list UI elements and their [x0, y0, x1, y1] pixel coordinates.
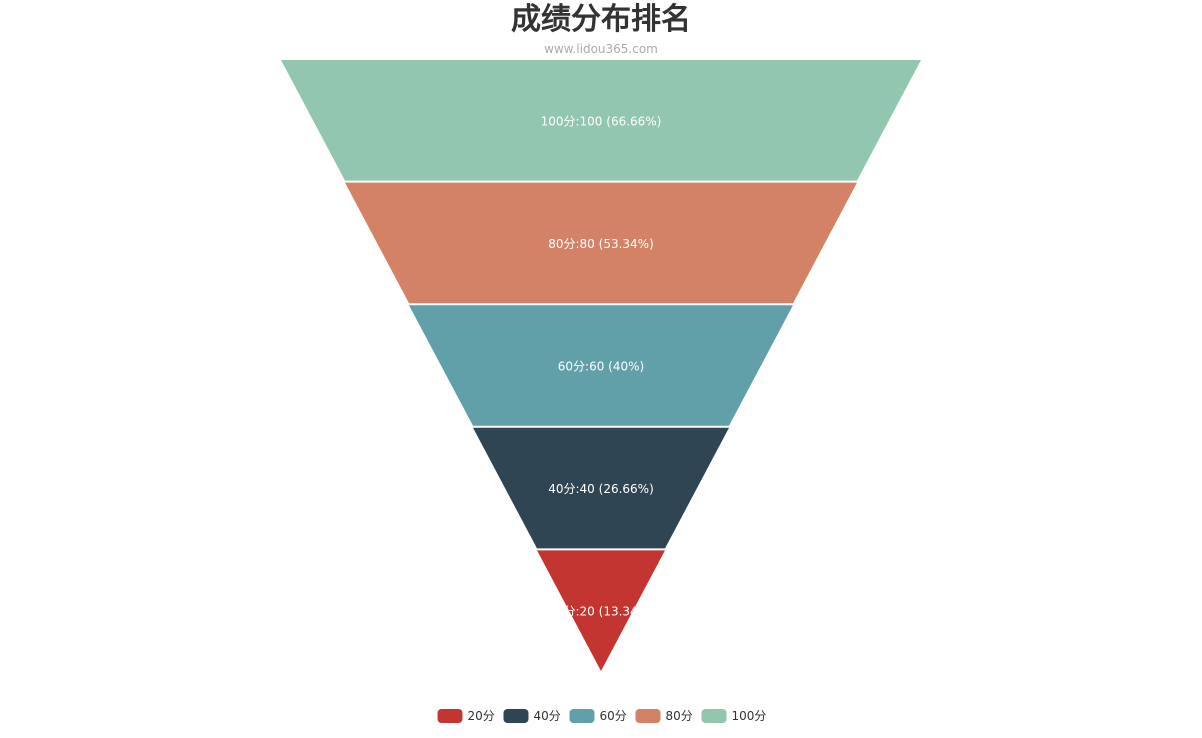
funnel-segment-label: 60分:60 (40%): [558, 360, 644, 374]
funnel-segment[interactable]: 100分:100 (66.66%): [281, 60, 921, 181]
legend-swatch[interactable]: [569, 709, 595, 723]
legend-label[interactable]: 20分: [468, 709, 495, 723]
funnel-segment-label: 80分:80 (53.34%): [548, 237, 654, 251]
legend-label[interactable]: 40分: [534, 709, 561, 723]
chart-subtitle: www.lidou365.com: [544, 42, 658, 56]
funnel-segment[interactable]: 60分:60 (40%): [409, 305, 793, 426]
chart-title: 成绩分布排名: [511, 2, 691, 37]
funnel-segment[interactable]: 80分:80 (53.34%): [345, 182, 857, 304]
funnel-segment-label: 100分:100 (66.66%): [541, 114, 662, 128]
legend-label[interactable]: 80分: [666, 709, 693, 723]
funnel-segment-shape[interactable]: [345, 182, 857, 304]
legend-item[interactable]: 80分: [635, 709, 693, 723]
legend-swatch[interactable]: [635, 709, 661, 723]
funnel-segment-label: 40分:40 (26.66%): [548, 482, 654, 496]
legend-swatch[interactable]: [701, 709, 727, 723]
legend-label[interactable]: 100分: [732, 709, 767, 723]
funnel-segment-shape[interactable]: [409, 305, 793, 426]
legend-item[interactable]: 20分: [437, 709, 495, 723]
funnel-segment-shape[interactable]: [473, 427, 729, 549]
funnel-segment[interactable]: 40分:40 (26.66%): [473, 427, 729, 549]
funnel-segment-shape[interactable]: [537, 550, 665, 671]
legend-swatch[interactable]: [503, 709, 529, 723]
legend-swatch[interactable]: [437, 709, 463, 723]
funnel-segments: 100分:100 (66.66%) 80分:80 (53.34%) 60分:60 (…: [281, 60, 921, 671]
legend-item[interactable]: 100分: [701, 709, 767, 723]
funnel-segment[interactable]: 20分:20 (13.34%): [537, 550, 665, 671]
legend: 20分 40分 60分 80分 100分: [437, 709, 767, 723]
funnel-segment-shape[interactable]: [281, 60, 921, 181]
funnel-segment-label: 20分:20 (13.34%): [548, 605, 654, 619]
legend-item[interactable]: 40分: [503, 709, 561, 723]
legend-item[interactable]: 60分: [569, 709, 627, 723]
legend-label[interactable]: 60分: [600, 709, 627, 723]
